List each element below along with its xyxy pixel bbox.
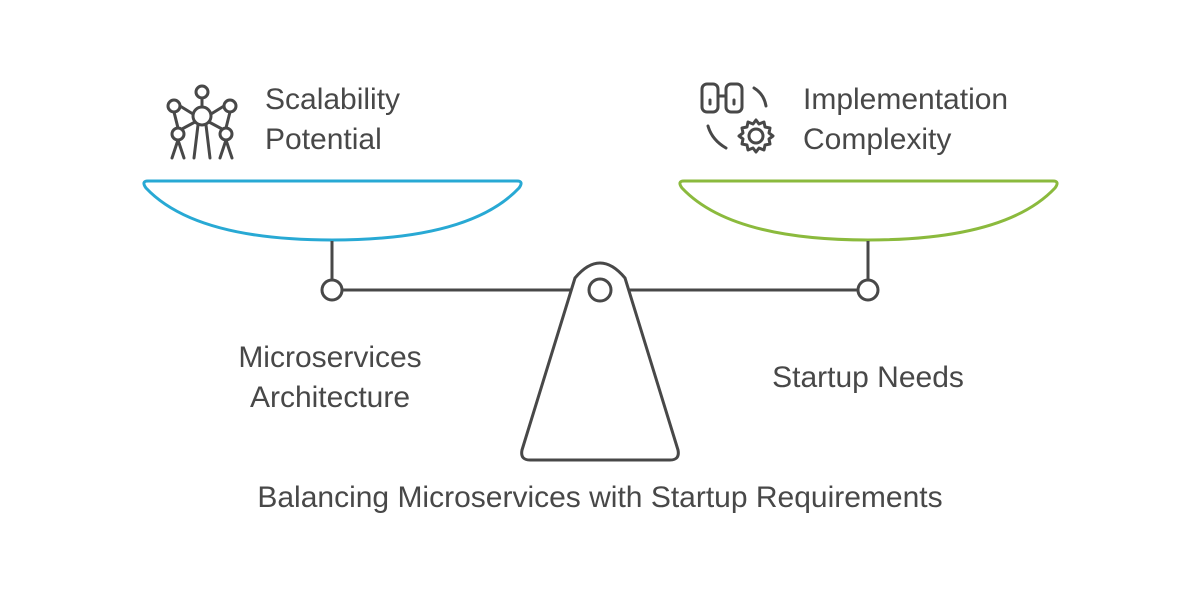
left-base-line1: Microservices [238, 341, 422, 374]
right-joint [856, 278, 880, 302]
scalability-potential-label: Scalability Potential [265, 80, 400, 160]
right-pan [678, 179, 1059, 242]
binoculars-gear-icon [698, 78, 782, 167]
fulcrum-pivot [587, 277, 613, 303]
left-title-line2: Potential [265, 123, 382, 156]
startup-needs-label: Startup Needs [733, 358, 1003, 398]
right-title-line2: Complexity [803, 123, 952, 156]
right-title-line1: Implementation [803, 83, 1009, 116]
microservices-architecture-label: Microservices Architecture [205, 338, 455, 418]
right-base-line1: Startup Needs [772, 361, 964, 394]
left-base-line2: Architecture [249, 381, 411, 414]
atom-structure-icon [160, 78, 244, 167]
implementation-complexity-label: Implementation Complexity [803, 80, 1008, 160]
fulcrum [520, 261, 680, 462]
diagram-caption: Balancing Microservices with Startup Req… [257, 481, 943, 514]
left-pan [142, 179, 523, 242]
left-joint [320, 278, 344, 302]
left-title-line1: Scalability [265, 83, 401, 116]
